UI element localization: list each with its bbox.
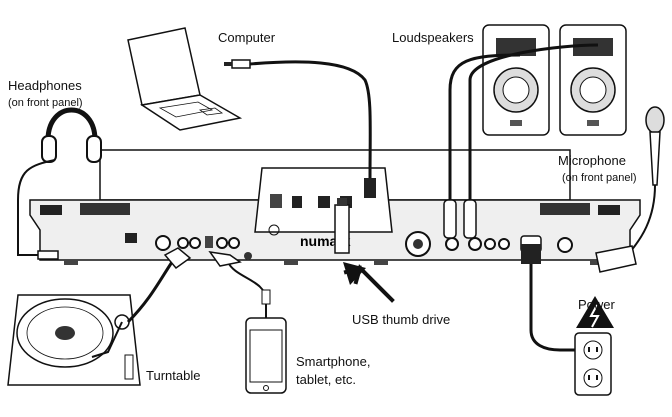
loudspeaker-left-icon <box>482 24 550 136</box>
usb-thumb-drive-icon <box>334 198 350 254</box>
usb-port-b <box>292 196 302 208</box>
label-usb-thumb-drive: USB thumb drive <box>352 312 451 327</box>
turntable-icon <box>7 294 141 386</box>
label-headphones: Headphones <box>8 78 82 93</box>
computer-usb-cable <box>249 60 372 179</box>
loudspeaker-right-icon <box>559 24 627 136</box>
label-turntable: Turntable <box>146 368 201 383</box>
power-switch <box>270 194 282 208</box>
label-smartphone-line1: Smartphone, <box>296 354 371 369</box>
label-smartphone-line2: tablet, etc. <box>296 372 356 387</box>
computer-laptop-icon <box>127 27 251 131</box>
label-loudspeakers: Loudspeakers <box>392 30 474 45</box>
speaker-cable-left <box>448 53 521 215</box>
power-outlet-icon <box>574 332 612 396</box>
power-warning-icon <box>576 296 614 328</box>
headphones-icon <box>41 107 102 163</box>
label-microphone-note: (on front panel) <box>562 172 637 184</box>
usb-port-a1 <box>318 196 330 208</box>
headphones-cable <box>17 159 56 256</box>
power-cable <box>529 252 578 352</box>
label-headphones-note: (on front panel) <box>8 97 83 109</box>
speaker-cable-right <box>468 43 599 215</box>
smartphone-cable <box>227 261 267 318</box>
label-power: Power <box>578 297 615 312</box>
label-computer: Computer <box>218 30 276 45</box>
microphone-icon <box>645 106 665 186</box>
smartphone-icon <box>245 317 287 394</box>
label-microphone: Microphone <box>558 153 626 168</box>
